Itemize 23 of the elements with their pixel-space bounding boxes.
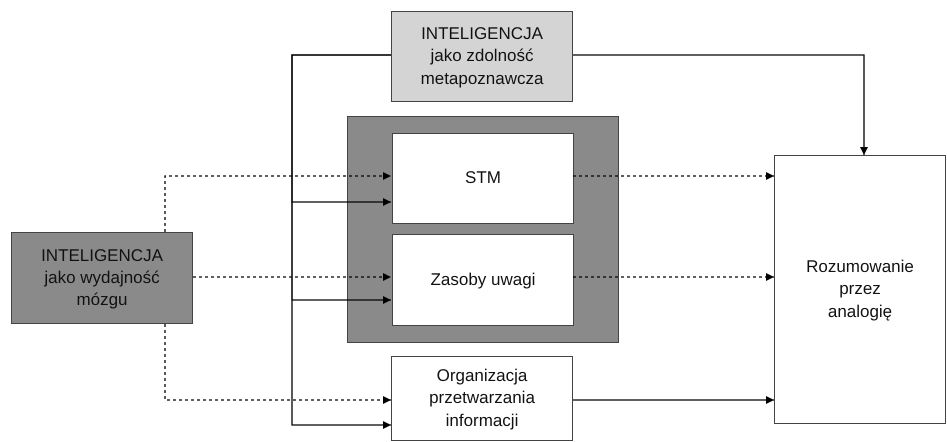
- process-box: [11, 232, 193, 324]
- box-label: Zasoby uwagi: [430, 268, 536, 291]
- box-label: jako zdolność metapoznawcza: [420, 45, 544, 90]
- arrow: [573, 172, 774, 180]
- arrow: [193, 273, 391, 281]
- arrow: [573, 396, 774, 404]
- box-label: jako wydajność mózgu: [43, 266, 161, 312]
- process-box: [774, 155, 946, 424]
- box-heading: INTELIGENCJA: [421, 23, 543, 46]
- arrow: [573, 54, 868, 155]
- process-box: [392, 234, 574, 326]
- process-box: [392, 133, 574, 224]
- arrow: [291, 54, 391, 429]
- arrow: [164, 324, 391, 404]
- box-label: Organizacja przetwarzania informacji: [428, 365, 536, 432]
- group-panel: [347, 116, 619, 343]
- arrow: [164, 172, 391, 232]
- box-heading: INTELIGENCJA: [41, 244, 163, 267]
- box-label: Rozumowanie przez analogię: [805, 256, 915, 323]
- box-label: STM: [465, 167, 501, 190]
- arrow: [573, 273, 774, 281]
- process-box: [391, 356, 573, 441]
- heading-box: [391, 11, 573, 102]
